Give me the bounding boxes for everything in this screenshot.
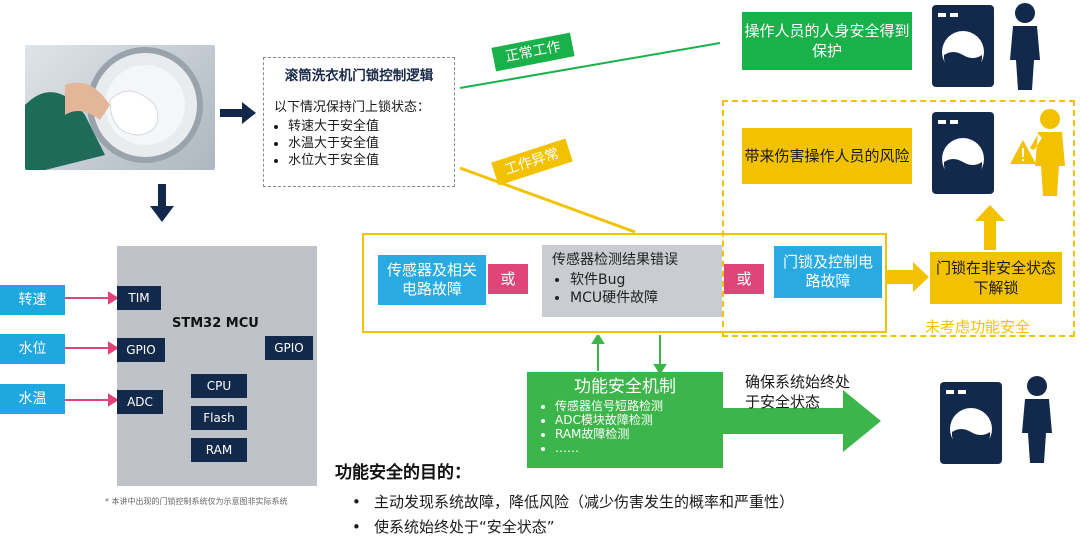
detection-error-box: 传感器检测结果错误 软件Bug MCU硬件故障 [542, 245, 722, 317]
fs-link-arrows [591, 335, 667, 373]
washing-machine-photo [25, 45, 215, 170]
unsafe-unlock-box: 门锁在非安全状态下解锁 [930, 252, 1062, 304]
fault-chain-frame [362, 233, 887, 333]
or-badge: 或 [488, 264, 528, 294]
detection-error-title: 传感器检测结果错误 [552, 252, 678, 268]
logic-title: 滚筒洗衣机门锁控制逻辑 [284, 68, 434, 84]
safe-result-text: 操作人员的人身安全得到保护 [744, 22, 910, 60]
footnote: * 本讲中出现的门锁控制系统仅为示意图非实际系统 [105, 497, 288, 506]
detection-error-item: MCU硬件故障 [570, 289, 712, 307]
logic-item: 转速大于安全值 [288, 118, 444, 135]
washer-icon [932, 112, 994, 194]
input-water-temp: 水温 [0, 384, 65, 414]
mcu-name: STM32 MCU [172, 316, 259, 331]
arrow-down-photo [150, 184, 174, 222]
input-speed: 转速 [0, 285, 65, 315]
safe-result-box: 操作人员的人身安全得到保护 [742, 12, 912, 70]
fs-title: 功能安全机制 [574, 377, 676, 397]
purpose-point: 使系统始终处于“安全状态” [352, 515, 794, 540]
arrow-right-safe [723, 390, 881, 452]
person-icon [1010, 3, 1040, 90]
harm-result-text: 带来伤害操作人员的风险 [744, 147, 910, 165]
cpu-chip: CPU [191, 374, 247, 398]
unsafe-unlock-text: 门锁在非安全状态下解锁 [935, 259, 1056, 297]
lock-fault-box: 门锁及控制电路故障 [774, 246, 882, 298]
logic-subtitle: 以下情况保持门上锁状态： [274, 100, 431, 115]
door-lock-logic-box: 滚筒洗衣机门锁控制逻辑 以下情况保持门上锁状态： 转速大于安全值 水温大于安全值… [263, 57, 455, 187]
fs-item: 传感器信号短路检测 [555, 399, 715, 413]
arrow-up-harm [975, 205, 1005, 250]
logic-item: 水位大于安全值 [288, 152, 444, 169]
input-arrows [65, 291, 117, 407]
lock-fault-text: 门锁及控制电路故障 [782, 253, 873, 290]
mcu-block: TIM GPIO ADC GPIO CPU Flash RAM STM32 MC… [117, 246, 317, 486]
ensure-safe-text: 确保系统始终处于安全状态 [745, 373, 851, 411]
purpose-points: 主动发现系统故障，降低风险（减少伤害发生的概率和严重性） 使系统始终处于“安全状… [352, 490, 794, 540]
person-icon [1022, 376, 1052, 463]
fs-item: ADC模块故障检测 [555, 413, 715, 427]
ram-chip: RAM [191, 438, 247, 462]
sensor-fault-text: 传感器及相关电路故障 [386, 261, 477, 298]
tim-chip: TIM [117, 286, 161, 310]
harm-result-box: 带来伤害操作人员的风险 [742, 128, 912, 184]
fs-item: RAM故障检测 [555, 427, 715, 441]
arrow-right-photo [220, 102, 256, 124]
or-badge: 或 [724, 264, 764, 294]
adc-chip: ADC [117, 390, 163, 414]
warning-icon [1010, 140, 1036, 164]
logic-item: 水温大于安全值 [288, 135, 444, 152]
washer-icon [932, 5, 994, 87]
purpose-title: 功能安全的目的： [335, 463, 471, 483]
input-water-level: 水位 [0, 334, 65, 364]
flash-chip: Flash [191, 406, 247, 430]
washer-icon [940, 382, 1002, 464]
gpio-left-chip: GPIO [117, 338, 165, 362]
arrow-right-unlock [887, 262, 929, 292]
person-warning-icon [1030, 109, 1065, 196]
fs-item: …… [555, 441, 715, 455]
purpose-point: 主动发现系统故障，降低风险（减少伤害发生的概率和严重性） [352, 490, 794, 515]
functional-safety-box: 功能安全机制 传感器信号短路检测 ADC模块故障检测 RAM故障检测 …… [527, 372, 723, 468]
sensor-fault-box: 传感器及相关电路故障 [378, 255, 486, 305]
detection-error-item: 软件Bug [570, 271, 712, 289]
no-functional-safety-label: 未考虑功能安全 [925, 318, 1031, 336]
branch-lines [459, 42, 721, 234]
unsafe-area-frame [722, 100, 1075, 337]
gpio-right-chip: GPIO [265, 336, 313, 360]
